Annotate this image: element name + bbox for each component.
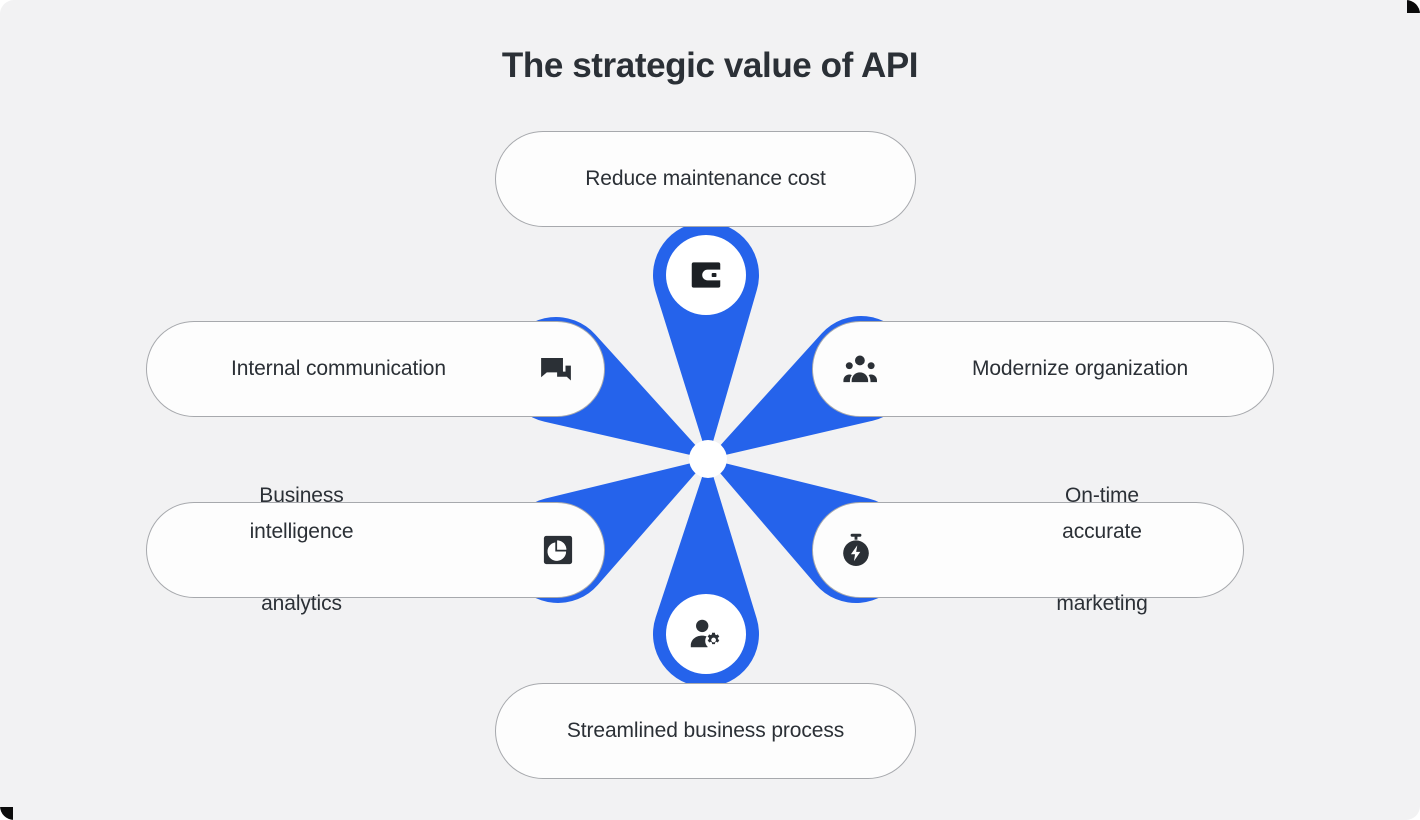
pill-label: Business intelligence analytics bbox=[147, 478, 604, 622]
pill-label: Internal communication bbox=[231, 357, 446, 380]
stopwatch-bolt-icon[interactable] bbox=[833, 527, 879, 573]
pill-internal-communication[interactable]: Internal communication bbox=[146, 321, 605, 417]
wallet-icon[interactable] bbox=[683, 252, 729, 298]
chat-bubbles-icon[interactable] bbox=[533, 347, 579, 393]
page-title: The strategic value of API bbox=[501, 46, 919, 85]
pill-label: On-time accurate marketing bbox=[813, 478, 1243, 622]
pill-label: Modernize organization bbox=[971, 357, 1189, 380]
pill-reduce-maintenance-cost[interactable]: Reduce maintenance cost bbox=[495, 131, 916, 227]
corner-artifact-top-right bbox=[1407, 0, 1420, 13]
corner-artifact-bottom-left bbox=[0, 807, 13, 820]
pill-label-line-2: analytics bbox=[261, 592, 342, 615]
pie-chart-icon[interactable] bbox=[535, 527, 581, 573]
pill-on-time-accurate-marketing[interactable]: On-time accurate marketing bbox=[812, 484, 1244, 615]
pill-modernize-organization[interactable]: Modernize organization bbox=[812, 321, 1274, 417]
pill-streamlined-business-process[interactable]: Streamlined business process bbox=[495, 683, 916, 779]
people-group-icon[interactable] bbox=[838, 346, 884, 392]
center-hub bbox=[689, 440, 727, 478]
pill-label-line-1: Business intelligence bbox=[249, 484, 354, 543]
pill-label: Streamlined business process bbox=[566, 719, 845, 742]
petal-head-streamlined-business-process[interactable] bbox=[666, 594, 746, 674]
pill-label-line-1: On-time accurate bbox=[1062, 484, 1142, 543]
pill-business-intelligence-analytics[interactable]: Business intelligence analytics bbox=[146, 484, 605, 615]
pill-label-line-2: marketing bbox=[1056, 592, 1148, 615]
pill-label: Reduce maintenance cost bbox=[585, 167, 826, 190]
person-gear-icon[interactable] bbox=[683, 611, 729, 657]
